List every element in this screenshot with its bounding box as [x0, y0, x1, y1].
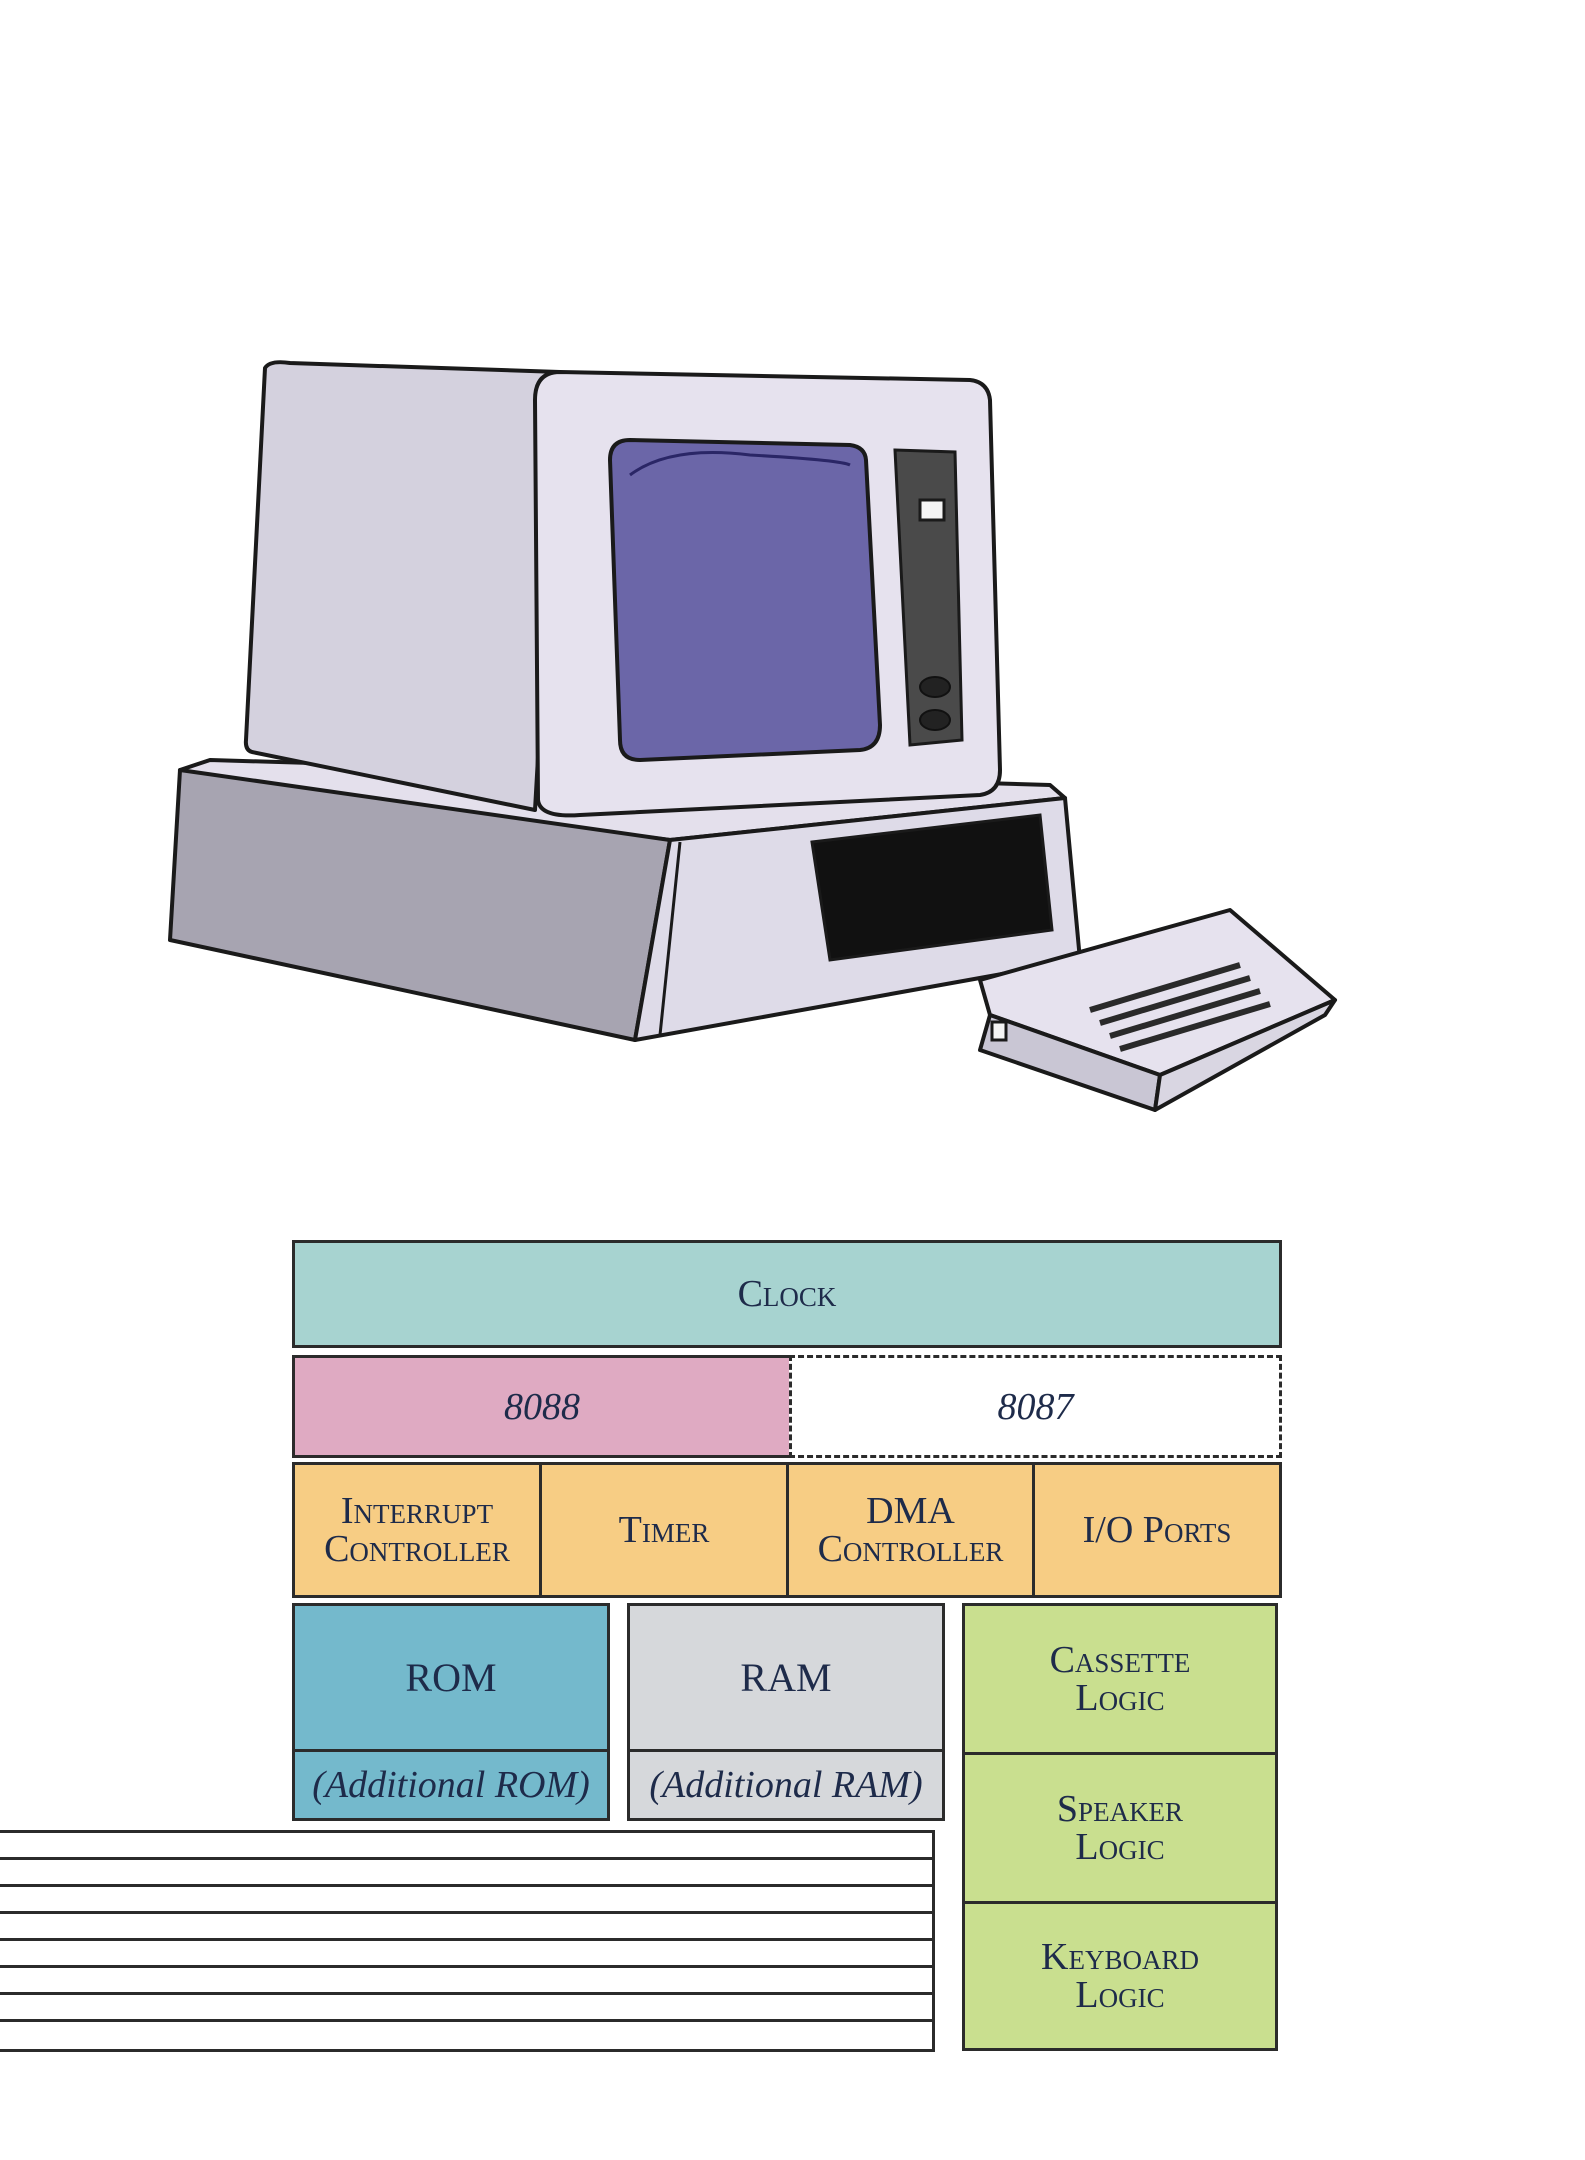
io-ports-label: I/O Ports — [1082, 1509, 1232, 1551]
coprocessor-label: 8087 — [997, 1385, 1074, 1428]
cpu-8088-block: 8088 — [292, 1355, 792, 1458]
cpu-label: 8088 — [504, 1385, 580, 1428]
keyboard-logic-block: Keyboard Logic — [962, 1901, 1278, 2051]
coprocessor-8087-block: 8087 — [789, 1355, 1282, 1458]
clock-block: Clock — [292, 1240, 1282, 1348]
monitor-screen — [607, 437, 883, 763]
rom-label: ROM — [405, 1654, 497, 1700]
keyboard-logic-label: Keyboard Logic — [1041, 1936, 1199, 2016]
rom-block: ROM (Additional ROM) — [292, 1603, 610, 1821]
contrast-knob — [919, 709, 951, 731]
bus-line — [0, 1992, 935, 1995]
ram-label: RAM — [740, 1654, 832, 1700]
additional-rom-label: (Additional ROM) — [295, 1749, 607, 1818]
cassette-logic-block: Cassette Logic — [962, 1603, 1278, 1755]
bus-line — [0, 1938, 935, 1941]
cassette-logic-label: Cassette Logic — [1049, 1639, 1191, 1719]
system-bus-lines — [0, 1830, 935, 2052]
interrupt-controller-label: Interrupt Controller — [324, 1490, 510, 1570]
bus-line — [0, 2019, 935, 2022]
clock-label: Clock — [737, 1273, 837, 1315]
brightness-knob — [919, 676, 951, 698]
speaker-logic-label: Speaker Logic — [1056, 1788, 1184, 1868]
dma-controller-label: DMA Controller — [817, 1490, 1004, 1570]
bus-line — [0, 1857, 935, 1860]
dma-controller-block: DMA Controller — [786, 1462, 1035, 1598]
bus-line — [0, 1965, 935, 1968]
timer-label: Timer — [618, 1509, 710, 1551]
power-indicator — [918, 498, 946, 522]
timer-block: Timer — [539, 1462, 789, 1598]
bus-line — [0, 2049, 935, 2052]
bus-line — [0, 1911, 935, 1914]
bus-end-cap — [932, 1830, 935, 2052]
interrupt-controller-block: Interrupt Controller — [292, 1462, 542, 1598]
bus-line — [0, 1884, 935, 1887]
personal-computer-illustration — [168, 360, 1337, 1112]
disk-drive-slot — [810, 813, 1054, 962]
speaker-logic-block: Speaker Logic — [962, 1752, 1278, 1904]
ram-block: RAM (Additional RAM) — [627, 1603, 945, 1821]
io-ports-block: I/O Ports — [1032, 1462, 1282, 1598]
bus-line — [0, 1830, 935, 1833]
keyboard-keys — [1089, 962, 1271, 1052]
keyboard-connector — [990, 1020, 1008, 1042]
additional-ram-label: (Additional RAM) — [630, 1749, 942, 1818]
